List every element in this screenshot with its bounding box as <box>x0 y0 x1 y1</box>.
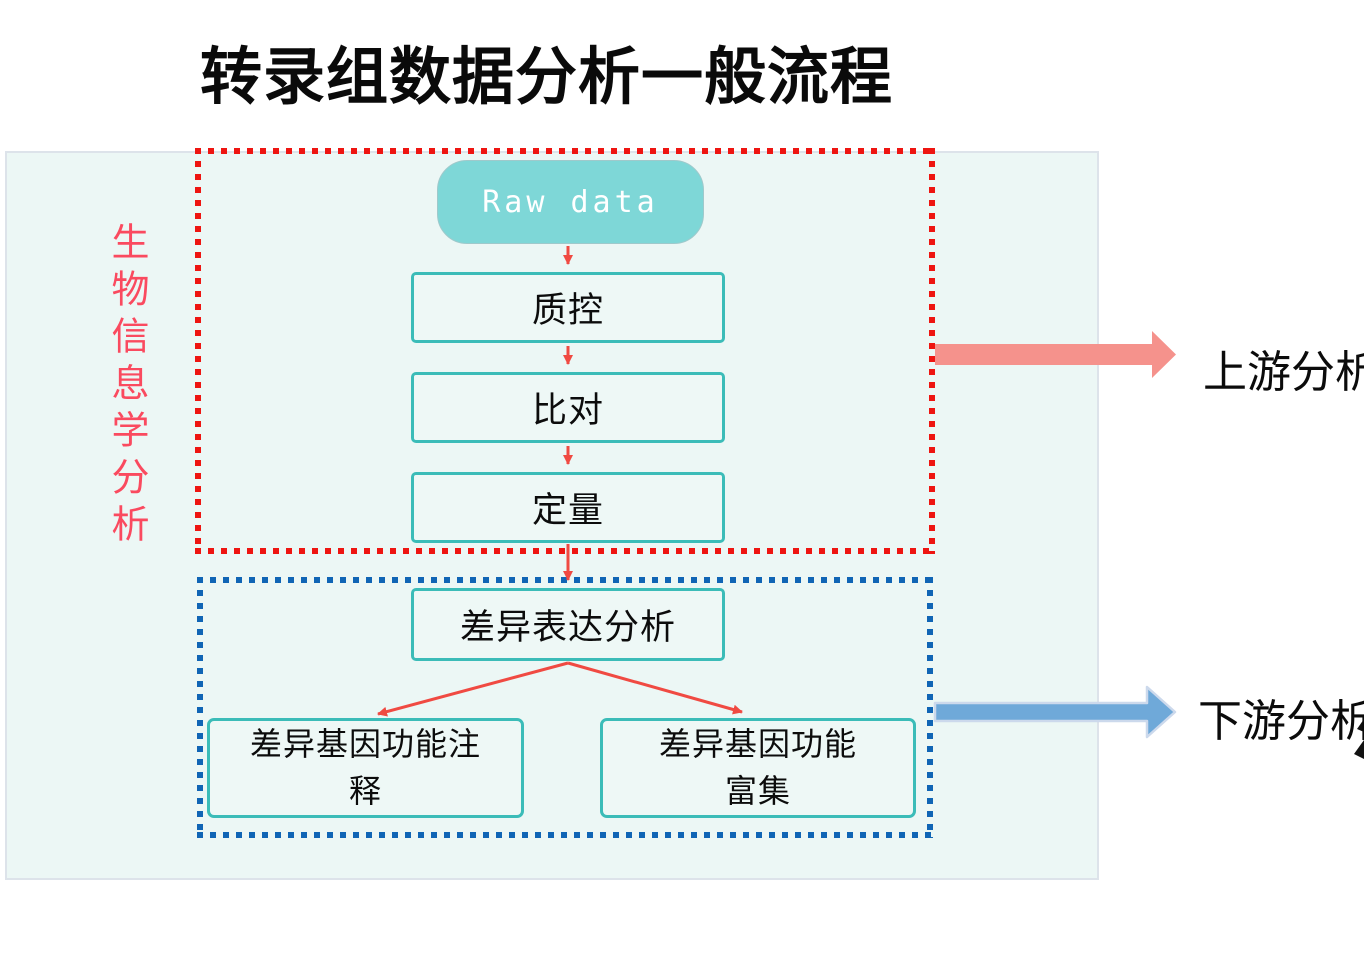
downstream-label: 下游分析 <box>1198 697 1364 746</box>
node-differential-expression: 差异表达分析 <box>411 588 725 661</box>
node-quality-control: 质控 <box>411 272 725 343</box>
node-function-enrichment: 差异基因功能富集 <box>600 718 916 818</box>
side-label-vertical: 生物信息学分析 <box>105 222 147 551</box>
upstream-label: 上游分析 <box>1203 348 1364 397</box>
node-raw-data: Raw data <box>437 160 704 244</box>
node-alignment: 比对 <box>411 372 725 443</box>
node-function-annotation: 差异基因功能注释 <box>207 718 524 818</box>
diagram-title: 转录组数据分析一般流程 <box>200 43 894 112</box>
node-quantification: 定量 <box>411 472 725 543</box>
